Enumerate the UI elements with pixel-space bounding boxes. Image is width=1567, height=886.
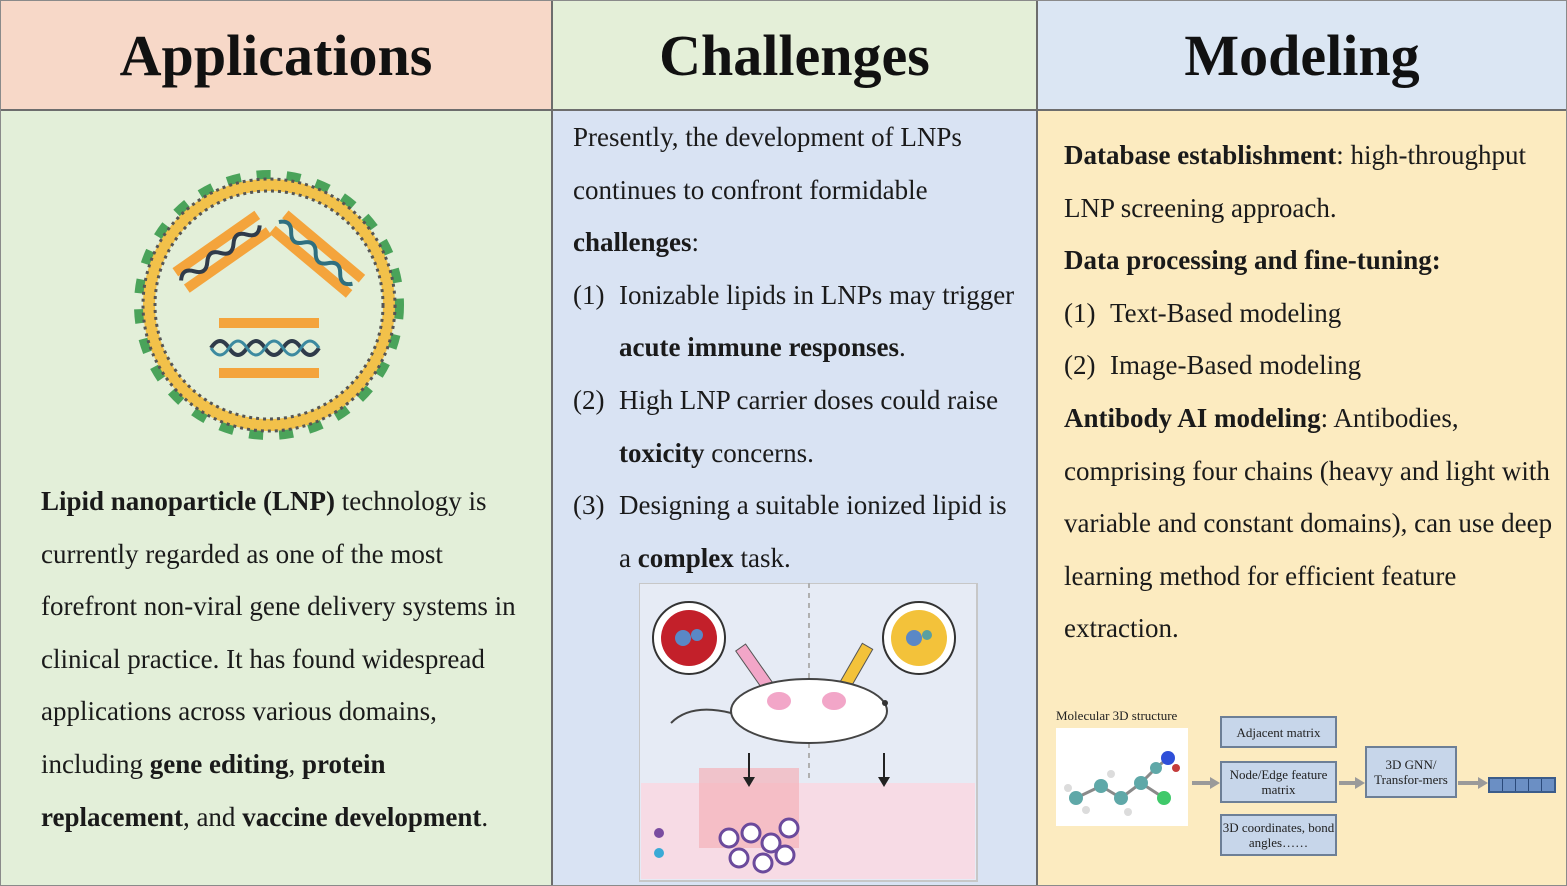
applications-panel: Lipid nanoparticle (LNP) technology is c… xyxy=(1,111,553,885)
modeling-text: Database establishment: high-throughput … xyxy=(1064,129,1554,655)
applications-text-part: , and xyxy=(182,801,243,832)
lnp-outer-shell xyxy=(134,170,404,440)
challenge-item-2: (2) High LNP carrier doses could raise t… xyxy=(573,384,999,468)
challenge-item-3: (3) Designing a suitable ionized lipid i… xyxy=(573,490,1007,573)
modeling-item-2: (2)Image-Based modeling xyxy=(1064,350,1362,381)
lnp-illustration xyxy=(134,170,404,440)
modeling-panel: Database establishment: high-throughput … xyxy=(1038,111,1566,885)
pipeline-diagram: Molecular 3D structure xyxy=(1052,706,1562,856)
molecule-icon xyxy=(1056,728,1188,826)
syringe-icon xyxy=(735,642,874,694)
applications-text-part: Lipid nanoparticle xyxy=(41,486,257,516)
database-establishment: Database establishment: high-throughput … xyxy=(1064,140,1527,223)
arrow-icon xyxy=(743,753,890,787)
cell-cluster-icon xyxy=(654,817,800,874)
modeling-item-1: (1)Text-Based modeling xyxy=(1064,297,1342,328)
antibody-modeling: Antibody AI modeling: Antibodies, compri… xyxy=(1064,402,1553,644)
embedding-vector-icon xyxy=(1488,777,1556,793)
data-processing-heading: Data processing and fine-tuning: xyxy=(1064,245,1441,276)
challenges-intro: Presently, the development of LNPs conti… xyxy=(573,122,962,258)
challenges-text: Presently, the development of LNPs conti… xyxy=(573,111,1023,584)
applications-text-part: protein replacement xyxy=(41,748,386,832)
feature-matrix-box: Node/Edge feature matrix xyxy=(1220,761,1337,803)
adjacent-matrix-box: Adjacent matrix xyxy=(1220,716,1337,748)
gnn-transformers-box: 3D GNN/ Transfor-mers xyxy=(1365,746,1457,798)
modeling-header: Modeling xyxy=(1038,1,1566,111)
lipid-bilayer-bottom xyxy=(209,318,321,378)
applications-text-part: vaccine development xyxy=(242,801,482,832)
lipid-bilayer-left xyxy=(172,210,272,293)
challenge-item-1: (1) Ionizable lipids in LNPs may trigger… xyxy=(573,279,1015,363)
lipid-bilayer-right xyxy=(269,210,366,298)
immune-cell-red-icon xyxy=(652,601,726,675)
applications-text-part: gene editing xyxy=(149,748,289,779)
applications-text-part: (LNP) xyxy=(256,486,336,516)
applications-text-part: technology is currently regarded as one … xyxy=(41,486,516,779)
mouse-icon xyxy=(670,678,888,744)
challenges-panel: Presently, the development of LNPs conti… xyxy=(553,111,1038,885)
challenges-header: Challenges xyxy=(553,1,1038,111)
applications-text-part: , xyxy=(288,748,302,779)
applications-text: Lipid nanoparticle (LNP) technology is c… xyxy=(41,475,536,843)
immune-cell-yellow-icon xyxy=(882,601,956,675)
molecular-structure-label: Molecular 3D structure xyxy=(1056,708,1178,723)
applications-text-part: . xyxy=(481,801,489,832)
coordinates-box: 3D coordinates, bond angles…… xyxy=(1220,814,1337,856)
applications-header: Applications xyxy=(1,1,553,111)
mouse-experiment-illustration xyxy=(639,583,978,882)
